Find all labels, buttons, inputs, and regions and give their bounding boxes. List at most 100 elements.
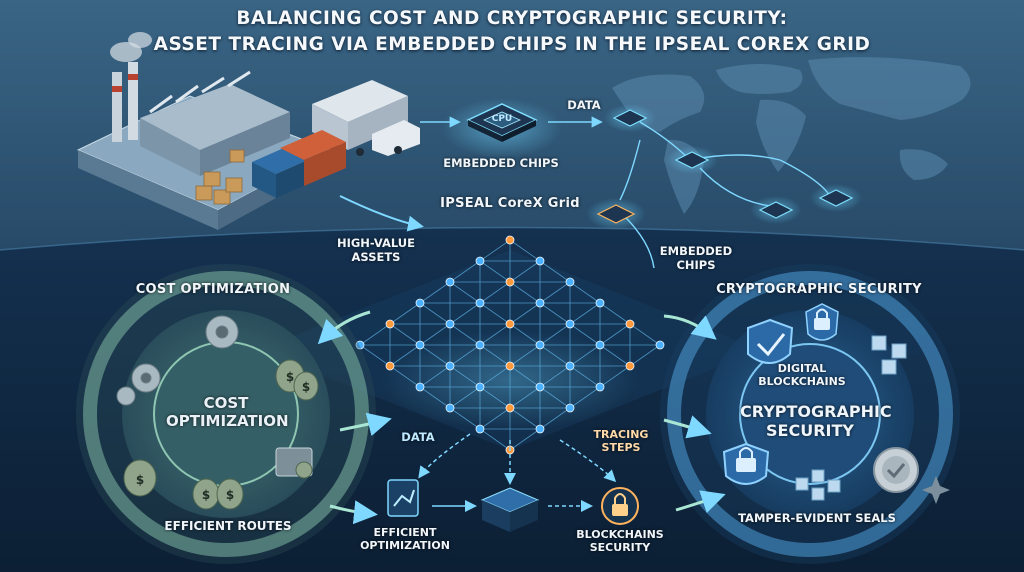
grid-link bbox=[569, 344, 601, 367]
grid-link bbox=[539, 323, 571, 346]
bottom-flow bbox=[418, 433, 617, 512]
grid-node bbox=[415, 382, 425, 392]
digital-blockchains-label: DIGITAL BLOCKCHAINS bbox=[758, 362, 846, 388]
grid-link bbox=[509, 428, 541, 451]
efficient-optimization-label: EFFICIENT OPTIMIZATION bbox=[360, 526, 450, 552]
grid-link bbox=[509, 386, 541, 409]
grid-link bbox=[569, 302, 601, 325]
chip-nodes-map bbox=[586, 104, 862, 230]
dollar-icon: $ bbox=[202, 488, 210, 502]
grid-node bbox=[505, 319, 515, 329]
grid-node bbox=[445, 403, 455, 413]
grid-link bbox=[449, 386, 481, 409]
grid-link bbox=[539, 365, 571, 388]
grid-link bbox=[509, 260, 541, 283]
grid-link bbox=[599, 302, 631, 325]
grid-link bbox=[389, 302, 421, 325]
grid-link bbox=[449, 407, 481, 430]
grid-link bbox=[509, 407, 541, 430]
grid-node bbox=[595, 382, 605, 392]
grid-link bbox=[479, 344, 511, 367]
factory-illustration bbox=[76, 32, 420, 230]
grid-link bbox=[479, 365, 511, 388]
chip-cpu-main bbox=[442, 98, 562, 158]
data-label-top: DATA bbox=[567, 98, 601, 112]
grid-link bbox=[419, 281, 451, 304]
grid-link bbox=[539, 407, 571, 430]
sparkle-icon bbox=[922, 476, 950, 504]
grid-link bbox=[359, 323, 391, 346]
grid-node bbox=[535, 340, 545, 350]
grid-link bbox=[419, 386, 451, 409]
grid-node bbox=[565, 319, 575, 329]
grid-link bbox=[509, 323, 541, 346]
grid-node bbox=[505, 235, 515, 245]
arrow-bottom-to-security bbox=[675, 490, 726, 514]
grid-link bbox=[359, 344, 391, 367]
data-label-bottom: DATA bbox=[401, 430, 435, 444]
grid-node bbox=[385, 361, 395, 371]
grid-node bbox=[565, 361, 575, 371]
grid-link bbox=[449, 323, 481, 346]
grid-node bbox=[475, 424, 485, 434]
grid-node bbox=[445, 277, 455, 287]
grid-link bbox=[599, 323, 631, 346]
grid-node bbox=[355, 340, 365, 350]
chip-label: CPU bbox=[491, 114, 513, 124]
grid-link bbox=[509, 344, 541, 367]
grid-node bbox=[625, 319, 635, 329]
grid-link bbox=[479, 428, 511, 451]
grid-node bbox=[535, 382, 545, 392]
grid-name-label: IPSEAL CoreX Grid bbox=[440, 196, 580, 211]
money-bag-icon bbox=[123, 359, 319, 510]
grid-link bbox=[449, 260, 481, 283]
embedded-chips-right-label: EMBEDDED CHIPS bbox=[659, 244, 733, 272]
grid-link bbox=[599, 344, 631, 367]
grid-link bbox=[479, 323, 511, 346]
grid-node bbox=[535, 256, 545, 266]
grid-node bbox=[505, 361, 515, 371]
gear-icon bbox=[116, 315, 239, 406]
grid-link bbox=[599, 365, 631, 388]
dollar-icon: $ bbox=[302, 380, 310, 394]
arrow-cost-to-grid bbox=[339, 412, 392, 437]
grid-node bbox=[445, 319, 455, 329]
grid-link bbox=[539, 344, 571, 367]
grid-node bbox=[475, 382, 485, 392]
grid-link bbox=[449, 281, 481, 304]
grid-node bbox=[445, 361, 455, 371]
tracing-steps-label: TRACING STEPS bbox=[593, 428, 649, 454]
padlock-icon bbox=[601, 487, 639, 525]
document-chart-icon bbox=[387, 479, 419, 517]
high-value-assets-label: HIGH-VALUE ASSETS bbox=[336, 236, 416, 264]
grid-link bbox=[569, 323, 601, 346]
grid-link bbox=[479, 407, 511, 430]
grid-node bbox=[565, 277, 575, 287]
grid-link bbox=[449, 365, 481, 388]
blockchains-security-label: BLOCKCHAINS SECURITY bbox=[576, 528, 664, 554]
cost-center-label: COST OPTIMIZATION bbox=[166, 394, 289, 430]
grid-link bbox=[419, 365, 451, 388]
arrow-cost-to-bottom bbox=[329, 500, 378, 525]
grid-node bbox=[535, 424, 545, 434]
arrow-security-to-grid bbox=[663, 415, 712, 439]
crypto-section-title: CRYPTOGRAPHIC SECURITY bbox=[716, 282, 922, 297]
blockchain-cubes-icon bbox=[795, 335, 907, 501]
world-map bbox=[612, 57, 971, 214]
crypto-center-label: CRYPTOGRAPHIC SECURITY bbox=[740, 402, 892, 440]
grid-node bbox=[475, 298, 485, 308]
grid-node bbox=[595, 298, 605, 308]
embedded-chips-label: EMBEDDED CHIPS bbox=[443, 156, 559, 170]
grid-link bbox=[629, 323, 661, 346]
lock-icon bbox=[805, 303, 839, 341]
grid-link bbox=[539, 281, 571, 304]
grid-link bbox=[509, 365, 541, 388]
grid-node bbox=[505, 403, 515, 413]
title-line-1: BALANCING COST AND CRYPTOGRAPHIC SECURIT… bbox=[236, 8, 788, 29]
grid-link bbox=[479, 281, 511, 304]
cost-section-title: COST OPTIMIZATION bbox=[135, 282, 291, 297]
grid-node bbox=[475, 256, 485, 266]
grid-node bbox=[625, 361, 635, 371]
